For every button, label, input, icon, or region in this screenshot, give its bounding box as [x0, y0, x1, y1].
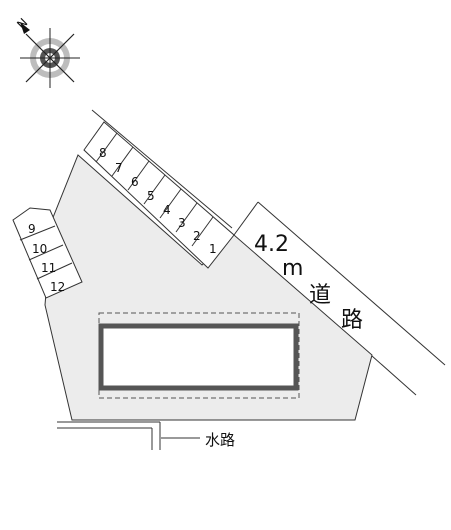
parking-space-11: 11 [41, 261, 56, 275]
compass-rose-icon [20, 22, 80, 88]
parking-space-7: 7 [115, 161, 123, 175]
road-edge-right [257, 201, 446, 366]
road-width-unit: m [282, 256, 303, 281]
waterway-label: 水路 [205, 431, 235, 449]
road [91, 109, 446, 396]
road-end-edge [233, 201, 259, 236]
parking-space-10: 10 [32, 242, 47, 256]
building-outline [98, 323, 299, 391]
road-width-value: 4.2 [254, 232, 289, 257]
building-footprint-dashed [98, 312, 300, 399]
parking-divider-9-10 [19, 225, 56, 241]
road-edge-lower [371, 355, 417, 396]
parking-row-1-8: 8 7 6 5 4 3 2 1 [83, 121, 235, 269]
parking-row-9-12: 9 10 11 12 [12, 207, 83, 299]
road-label-char-1: 道 [309, 283, 331, 308]
parking-space-8: 8 [99, 146, 107, 160]
parking-divider-10-11 [28, 244, 64, 261]
waterway [57, 421, 200, 450]
parking-strip-outline [83, 121, 235, 269]
parking-space-4: 4 [163, 203, 171, 217]
parking-strip-outline-2 [12, 207, 83, 299]
parking-space-5: 5 [147, 189, 155, 203]
road-label-char-2: 路 [341, 308, 363, 333]
parking-space-1: 1 [209, 242, 217, 256]
road-edge-upper [91, 109, 233, 229]
parking-dividers [95, 132, 214, 247]
building [98, 312, 300, 399]
parking-space-3: 3 [178, 216, 186, 230]
parking-divider-11-12 [36, 262, 73, 280]
parking-space-9: 9 [28, 222, 36, 236]
parking-space-12: 12 [50, 280, 65, 294]
parking-space-6: 6 [131, 175, 139, 189]
north-arrow-icon [20, 22, 30, 34]
parking-space-2: 2 [193, 229, 201, 243]
